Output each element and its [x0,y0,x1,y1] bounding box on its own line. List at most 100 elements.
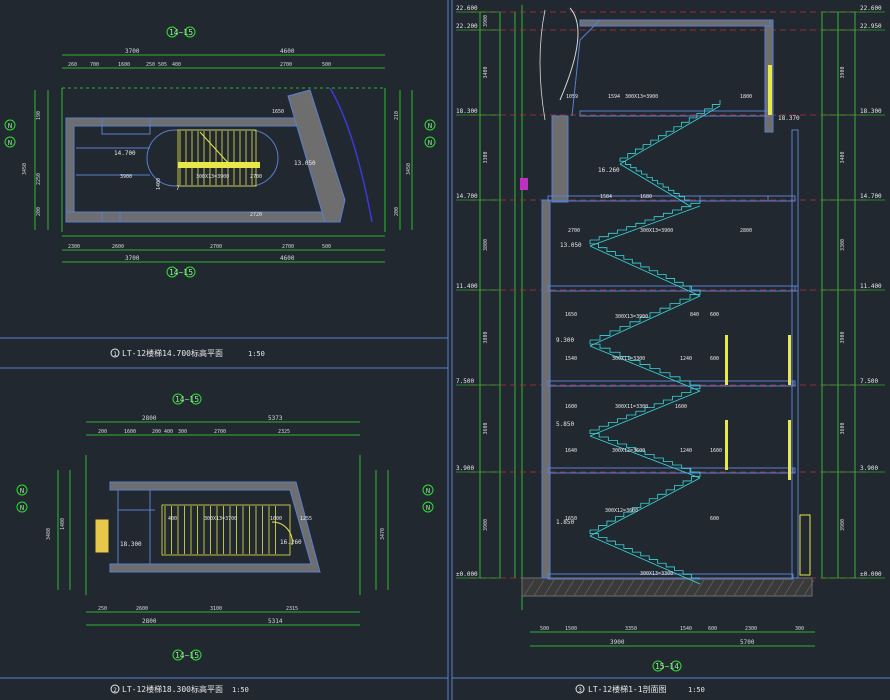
section-dim-lines [479,5,856,647]
left-vdim: 3900 [483,15,489,27]
plan1-dim-r-2: 200 [394,207,400,216]
left-vdim: 3300 [483,151,489,163]
hatch-line [633,579,645,597]
plan1-dim-l-2: 2250 [36,173,42,185]
section-floor-dashes [470,11,870,579]
landing-label: 1640 [565,448,577,454]
left-vdim: 3900 [483,519,489,531]
plan1-dim-l-1: 3450 [22,163,28,175]
run-label: 300X13=3900 [640,228,673,234]
stair-flight [590,290,701,341]
plan1-dim-bt-1: 4600 [280,255,295,262]
plan1-right-axis-0: N [428,122,432,130]
plan2-dim-r-0: 3470 [380,528,386,540]
left-vdim: 3800 [483,331,489,343]
plan1-title: LT-12楼梯14.700标高平面 [122,348,223,358]
section-glazing [725,65,811,576]
hatch-line [743,579,755,597]
hatch-line [793,579,805,597]
plan2-top-axis-label: 14~15 [175,395,199,404]
right-level-label: 11.400 [860,283,882,290]
plan1-inner-3: 300X13=3900 [196,174,229,180]
left-level-label: ±0.000 [456,571,478,578]
plan1-left-axis-0: N [8,122,12,130]
plan2-left-axis: N N [16,484,28,513]
right-vdim: 3400 [840,151,846,163]
plan2-dim-td-5: 2700 [214,429,226,435]
bottom-dim: 300 [795,626,804,632]
hatch-line [693,579,705,597]
left-level-label: 14.700 [456,193,478,200]
plan1-bottom-axis: 14~15 [166,266,196,278]
plan1-right-axis-1: N [428,139,432,147]
plan2-dim-bm-0: 250 [98,606,107,612]
plan2-walls [95,481,321,573]
hatch-line [653,579,665,597]
hatch-line [773,579,785,597]
plan2-inner-2: 1600 [270,516,282,522]
plan1-inner-1: 3900 [120,174,132,180]
right-level-label: 22.600 [860,5,882,12]
right-vdim: 3600 [840,422,846,434]
run-label: 300X11=3300 [612,356,645,362]
plan2-right-axis: N N [422,484,434,513]
stair-flight [589,430,700,473]
run-label: 300X12=3600 [612,448,645,454]
left-level-label: 7.500 [456,378,474,385]
section-run-labels: 300X13=3900300X13=3900300X13=3900300X11=… [565,94,752,577]
landing-label: 1594 [608,94,620,100]
landing-label: 1584 [600,194,612,200]
bottom-dim: 3350 [625,626,637,632]
slab [547,285,799,292]
landing-label: 1650 [565,516,577,522]
hatch-line [713,579,725,597]
section-bottom-axis-label: 15~14 [655,662,679,671]
bottom-dim: 500 [540,626,549,632]
landing-label: 1240 [680,356,692,362]
plan1-dim-td-6: 2700 [280,62,292,68]
stair-flight [589,340,700,386]
stair-soffit [589,295,701,347]
landing-label: 2700 [568,228,580,234]
plan1-dim-top-total-0: 3700 [125,48,140,55]
section-marker [520,178,528,190]
run-label: 300X11=3300 [615,404,648,410]
plan1-dim-td-2: 1600 [118,62,130,68]
plan1-bottom-axis-label: 14~15 [169,268,193,277]
section-ground-hatch [523,579,815,597]
plan1-curtain-line [329,87,373,223]
stair-soffit [619,163,691,207]
landing-label: 1800 [740,94,752,100]
right-vdim: 3900 [840,331,846,343]
left-level-label: 3.900 [456,465,474,472]
left-vdim: 3800 [483,239,489,251]
inner-level: 13.050 [560,242,582,249]
right-level-label: ±0.000 [860,571,882,578]
stair-flight [590,200,701,241]
plan2-bottom-axis-label: 14~15 [175,651,199,660]
plan1-dim-bm-0: 2300 [68,244,80,250]
stair-soffit [589,535,701,585]
plan2-dim-td-2: 200 [152,429,161,435]
hatch-line [613,579,625,597]
landing-label: 2800 [740,228,752,234]
plan2-dim-td-6: 2325 [278,429,290,435]
left-vdim: 3600 [483,422,489,434]
plan2-stair [161,504,293,556]
section-right-levels: 22.60022.95018.30014.70011.4007.5003.900… [822,5,885,579]
hatch-line [683,579,695,597]
plan2-dim-bm-2: 3100 [210,606,222,612]
stair-soffit [589,390,701,437]
plan1-title-num: 1 [113,351,117,358]
run-label: 300X13=3300 [640,571,673,577]
plan1-treads [179,131,253,185]
hatch-line [723,579,735,597]
plan1-dim-bm-3: 500 [322,244,331,250]
plan1-title-block: 1 LT-12楼梯14.700标高平面 1:50 [110,348,265,358]
plan1-dim-td-1: 700 [90,62,99,68]
plan1-scale: 1:50 [248,350,265,358]
slab [547,195,769,202]
inner-level: 9.300 [556,337,574,344]
plan2-dim-td-0: 200 [98,429,107,435]
